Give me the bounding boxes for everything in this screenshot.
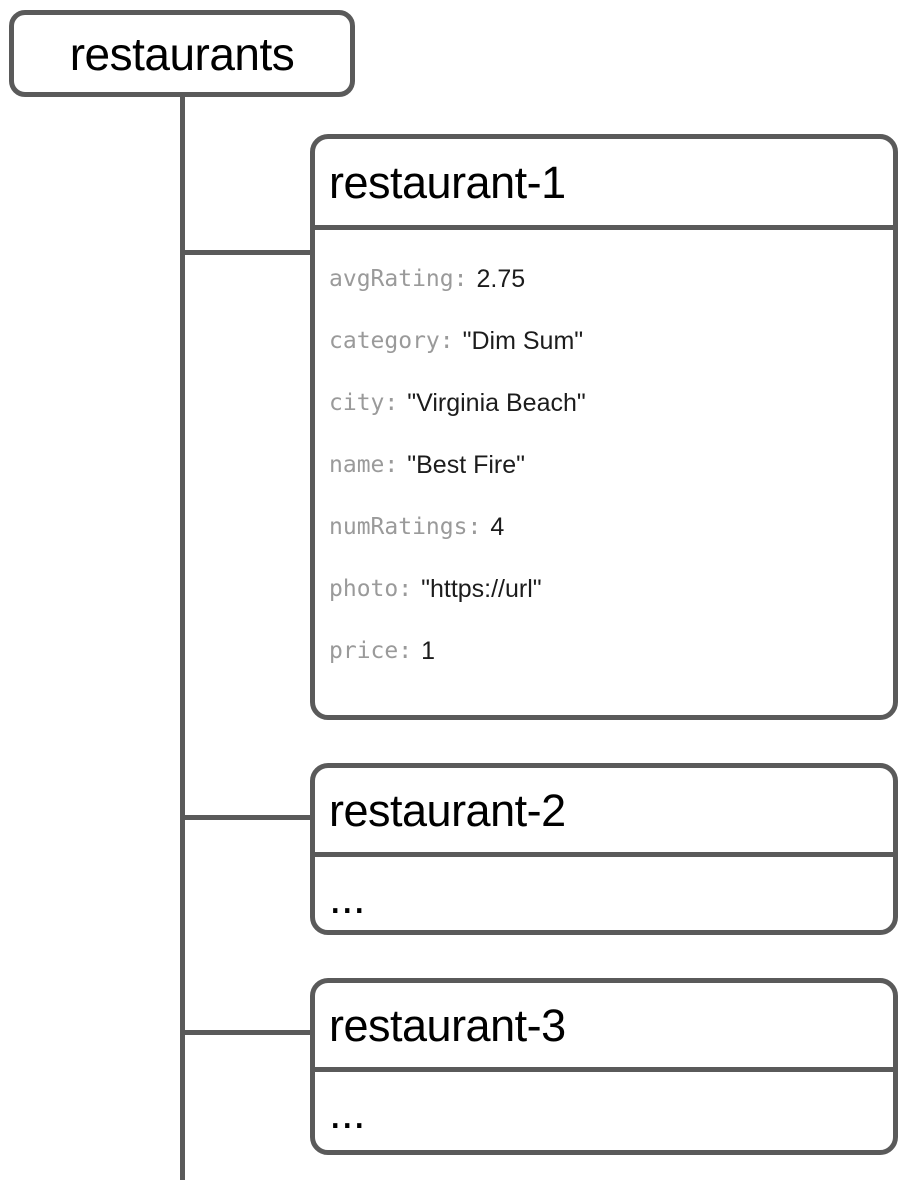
- field-key: category:: [329, 328, 454, 354]
- field-key: city:: [329, 390, 399, 416]
- collection-node-restaurants[interactable]: restaurants: [9, 10, 355, 97]
- document-card-header: restaurant-3: [315, 983, 893, 1072]
- field-row: name: "Best Fire": [329, 434, 893, 496]
- field-value: "https://url": [421, 574, 542, 603]
- document-collapsed-body: ...: [315, 857, 893, 930]
- field-row: price: 1: [329, 620, 893, 682]
- field-row: city: "Virginia Beach": [329, 372, 893, 434]
- document-id-label: restaurant-2: [329, 784, 566, 836]
- field-key: numRatings:: [329, 514, 482, 540]
- field-row: numRatings: 4: [329, 496, 893, 558]
- document-id-label: restaurant-3: [329, 999, 566, 1051]
- document-card-header: restaurant-1: [315, 139, 893, 230]
- field-value: "Best Fire": [407, 450, 526, 479]
- document-card-restaurant-3[interactable]: restaurant-3 ...: [310, 978, 898, 1155]
- field-value: 4: [490, 512, 505, 541]
- field-key: name:: [329, 452, 399, 478]
- ellipsis-label: ...: [329, 871, 366, 923]
- tree-branch-line-1: [180, 250, 313, 255]
- collection-node-label: restaurants: [69, 27, 295, 80]
- field-value: "Virginia Beach": [407, 388, 586, 417]
- field-key: photo:: [329, 576, 413, 602]
- field-value: "Dim Sum": [462, 326, 584, 355]
- field-row: photo: "https://url": [329, 558, 893, 620]
- ellipsis-label: ...: [329, 1086, 366, 1138]
- field-row: category: "Dim Sum": [329, 310, 893, 372]
- field-value: 2.75: [476, 264, 526, 293]
- tree-branch-line-2: [180, 815, 313, 820]
- document-card-header: restaurant-2: [315, 768, 893, 857]
- document-card-restaurant-1[interactable]: restaurant-1 avgRating: 2.75 category: "…: [310, 134, 898, 720]
- field-key: price:: [329, 638, 413, 664]
- document-collapsed-body: ...: [315, 1072, 893, 1150]
- document-field-list: avgRating: 2.75 category: "Dim Sum" city…: [315, 230, 893, 696]
- document-card-restaurant-2[interactable]: restaurant-2 ...: [310, 763, 898, 935]
- tree-branch-line-3: [180, 1030, 313, 1035]
- field-value: 1: [421, 636, 435, 665]
- field-row: avgRating: 2.75: [329, 248, 893, 310]
- field-key: avgRating:: [329, 266, 468, 292]
- document-id-label: restaurant-1: [329, 156, 566, 208]
- tree-trunk-line: [180, 96, 185, 1180]
